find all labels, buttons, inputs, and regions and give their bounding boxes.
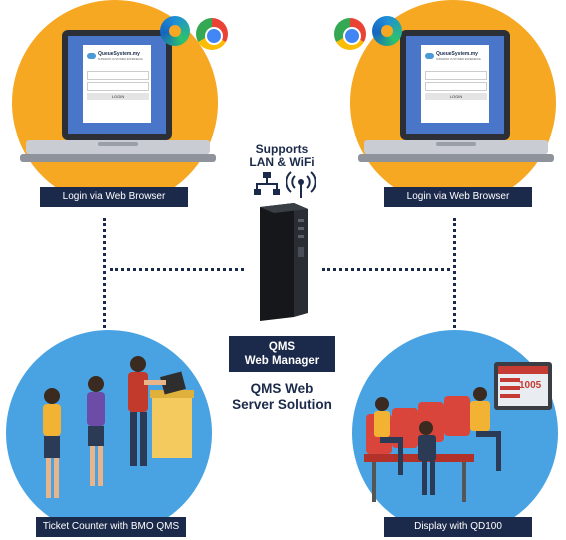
login-button[interactable]: LOGIN [425,93,487,100]
bottom-right-label: Display with QD100 [384,517,532,537]
username-field[interactable] [425,71,487,80]
bottom-left-ticket-scene [43,356,194,498]
manager-line1: QMS [268,341,296,353]
supports-line2: LAN & WiFi [249,155,315,169]
top-right-login-panel: QueueSystem.my SUPERIOR CUSTOMER EXPERIE… [421,45,489,123]
bottom-left-label: Ticket Counter with BMO QMS [36,517,186,537]
cloud-logo-icon [87,53,96,59]
chrome-icon-inner [343,27,361,45]
top-left-label: Login via Web Browser [40,187,188,207]
top-left-login-panel: QueueSystem.my SUPERIOR CUSTOMER EXPERIE… [83,45,151,123]
password-field[interactable] [87,82,149,91]
manager-box: QMS Web Manager [229,336,335,372]
edge-icon-inner [381,25,393,37]
supports-line1: Supports [255,142,309,156]
top-right-label: Login via Web Browser [384,187,532,207]
connector-right-vertical [453,218,456,328]
server-tower-icon [260,203,308,321]
login-button[interactable]: LOGIN [87,93,149,100]
login-tagline: SUPERIOR CUSTOMER EXPERIENCE [98,58,143,61]
solution-line2: Server Solution [232,397,332,412]
login-brand: QueueSystem.my [436,51,478,57]
chrome-icon-inner [205,27,223,45]
display-number: 1005 [519,380,542,391]
connector-left-horizontal [110,268,244,271]
login-brand: QueueSystem.my [98,51,140,57]
password-field[interactable] [425,82,487,91]
cloud-logo-icon [425,53,434,59]
wifi-icon [286,171,316,198]
bottom-right-waiting-scene [364,362,552,502]
connector-right-horizontal [322,268,450,271]
connector-left-vertical [103,218,106,328]
manager-line2: Web Manager [244,355,320,367]
lan-network-icon [254,172,280,195]
solution-text: QMS Web Server Solution [214,381,350,413]
login-tagline: SUPERIOR CUSTOMER EXPERIENCE [436,58,481,61]
edge-icon-inner [169,25,181,37]
username-field[interactable] [87,71,149,80]
solution-line1: QMS Web [250,381,314,396]
supports-text: Supports LAN & WiFi [226,143,338,169]
